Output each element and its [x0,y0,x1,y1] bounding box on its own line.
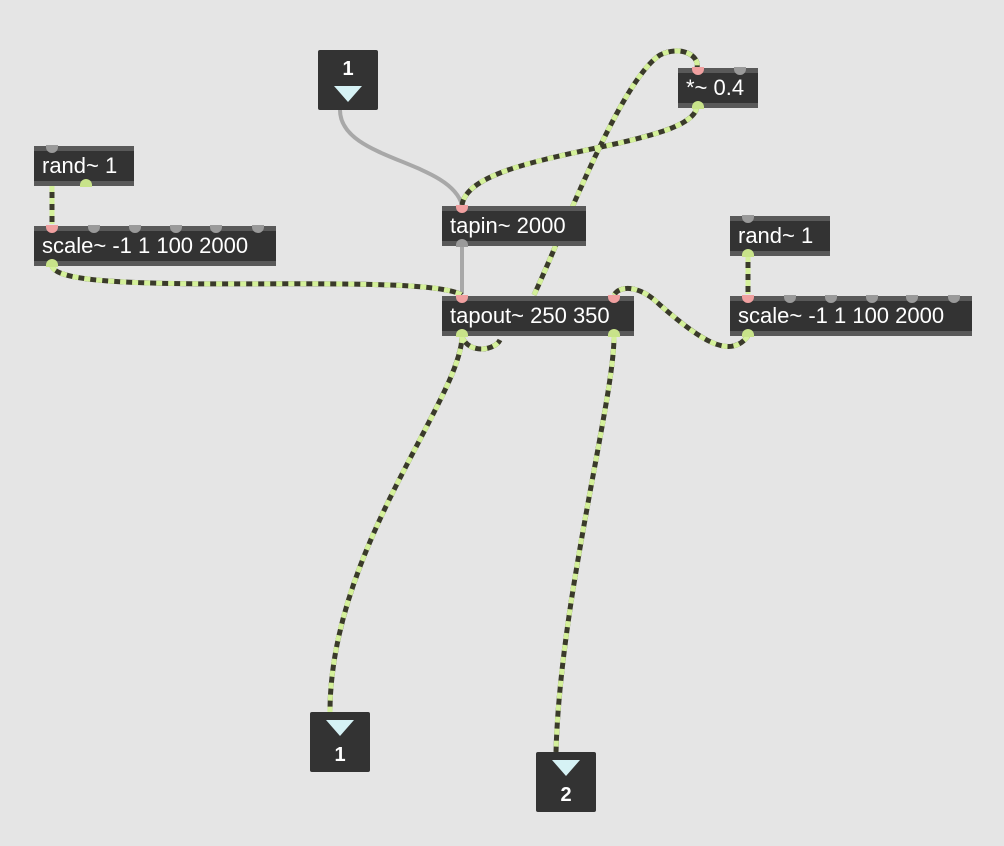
scale-object-right[interactable]: scale~ -1 1 100 2000 [730,295,972,337]
inlet-port[interactable] [456,295,468,303]
outlet-port[interactable] [80,179,92,187]
rand-object-right[interactable]: rand~ 1 [730,215,830,257]
object-label: rand~ 1 [738,223,814,248]
object-label: tapout~ 250 350 [450,303,610,328]
inlet-port[interactable] [210,225,222,233]
object-label: rand~ 1 [42,153,118,178]
inlet-port[interactable] [784,295,796,303]
outlet-number: 1 [334,744,346,766]
inlet-port[interactable] [742,215,754,223]
object-label: tapin~ 2000 [450,213,566,238]
inlet-object[interactable]: 1 [318,50,378,110]
outlet-number: 2 [560,784,572,806]
outlet-port[interactable] [742,329,754,337]
rand-object-left[interactable]: rand~ 1 [34,145,134,187]
object-label: *~ 0.4 [686,75,745,100]
inlet-number: 1 [342,58,354,80]
inlet-port[interactable] [948,295,960,303]
inlet-port[interactable] [825,295,837,303]
outlet-object-2[interactable]: 2 [536,752,596,812]
outlet-port[interactable] [46,259,58,267]
inlet-port[interactable] [46,225,58,233]
inlet-port[interactable] [742,295,754,303]
outlet-port[interactable] [608,329,620,337]
inlet-port[interactable] [88,225,100,233]
inlet-port[interactable] [170,225,182,233]
scale-object-left[interactable]: scale~ -1 1 100 2000 [34,225,276,267]
object-label: scale~ -1 1 100 2000 [42,233,249,258]
outlet-arrow-icon [326,720,354,736]
inlet-port[interactable] [252,225,264,233]
outlet-port[interactable] [692,101,704,109]
inlet-arrow-icon [334,86,362,102]
object-label: scale~ -1 1 100 2000 [738,303,945,328]
multiply-object[interactable]: *~ 0.4 [678,67,758,109]
tapin-object[interactable]: tapin~ 2000 [442,205,586,247]
inlet-port[interactable] [906,295,918,303]
inlet-port[interactable] [692,67,704,75]
outlet-port[interactable] [456,239,468,247]
inlet-port[interactable] [46,145,58,153]
cord-inlet-tapin [338,109,464,206]
inlet-port[interactable] [129,225,141,233]
outlet-arrow-icon [552,760,580,776]
tapout-object[interactable]: tapout~ 250 350 [442,295,634,337]
outlet-port[interactable] [456,329,468,337]
inlet-port[interactable] [866,295,878,303]
inlet-port[interactable] [456,205,468,213]
inlet-port[interactable] [734,67,746,75]
outlet-object-1[interactable]: 1 [310,712,370,772]
inlet-port[interactable] [608,295,620,303]
outlet-port[interactable] [742,249,754,257]
